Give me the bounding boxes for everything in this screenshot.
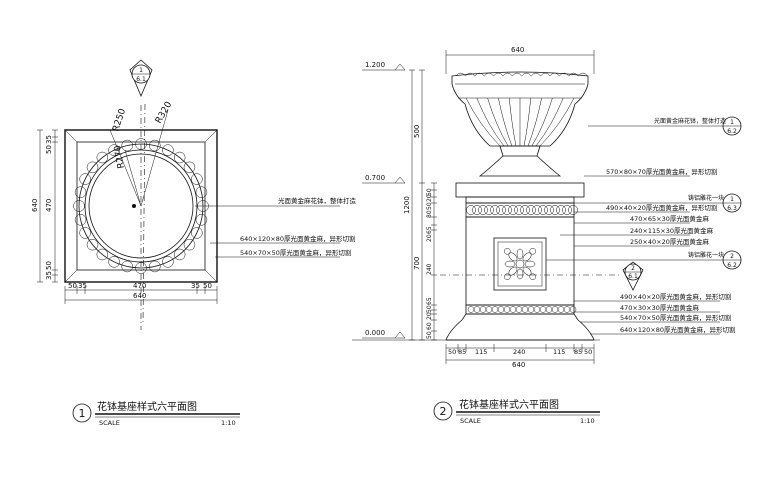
detail-mark-3: 2 6.2 <box>722 250 742 270</box>
svg-text:1: 1 <box>730 119 734 126</box>
vase-bowl <box>451 71 589 147</box>
pedestal-upper-band <box>465 202 575 218</box>
svg-text:35: 35 <box>45 271 53 280</box>
svg-text:540×70×50厚光面黄金麻，异形切割: 540×70×50厚光面黄金麻，异形切割 <box>620 313 732 322</box>
svg-text:640: 640 <box>511 46 524 54</box>
svg-text:1200: 1200 <box>403 196 411 214</box>
svg-text:6.1: 6.1 <box>628 273 638 280</box>
svg-text:2: 2 <box>440 405 447 418</box>
svg-text:570×80×70厚光面黄金麻，异形切割: 570×80×70厚光面黄金麻，异形切割 <box>606 167 718 176</box>
svg-text:115: 115 <box>475 348 487 356</box>
elevation-title-block: 2 花钵基座样式六平面图 SCALE 1:10 <box>433 398 600 425</box>
svg-text:1: 1 <box>139 67 143 74</box>
svg-text:6.3: 6.3 <box>727 205 737 212</box>
elevation-view: 640 1.200 0.700 <box>352 46 742 425</box>
svg-text:65: 65 <box>426 297 433 305</box>
svg-text:SCALE: SCALE <box>460 417 481 425</box>
svg-text:65: 65 <box>426 226 433 234</box>
svg-text:85: 85 <box>458 348 466 356</box>
svg-text:50: 50 <box>45 261 53 270</box>
svg-text:1: 1 <box>79 407 86 420</box>
plan-section-mark: 1 6.1 <box>129 59 153 98</box>
panel-rosette <box>504 248 536 280</box>
svg-text:6.2: 6.2 <box>727 262 737 269</box>
svg-text:铸铝雕花一块: 铸铝雕花一块 <box>688 251 724 259</box>
svg-text:640×120×80厚光面黄金麻，异形切割: 640×120×80厚光面黄金麻，异形切割 <box>620 325 736 334</box>
svg-text:2: 2 <box>730 253 734 260</box>
svg-text:60: 60 <box>426 322 433 330</box>
svg-text:20: 20 <box>426 234 433 242</box>
plan-center-mark <box>132 204 136 208</box>
svg-text:240×115×30厚光面黄金麻: 240×115×30厚光面黄金麻 <box>630 226 713 235</box>
detail-mark-2: 1 6.3 <box>722 193 742 213</box>
svg-text:640: 640 <box>133 292 146 300</box>
svg-text:250×40×20厚光面黄金麻: 250×40×20厚光面黄金麻 <box>630 237 709 246</box>
svg-text:50: 50 <box>426 331 433 339</box>
svg-text:1:10: 1:10 <box>221 419 236 427</box>
svg-text:光面黄金麻花钵，整体打造: 光面黄金麻花钵，整体打造 <box>654 117 726 125</box>
svg-text:640×120×80厚光面黄金麻，异形切割: 640×120×80厚光面黄金麻，异形切割 <box>240 234 356 243</box>
svg-text:光面黄金麻花钵，整体打造: 光面黄金麻花钵，整体打造 <box>278 196 357 205</box>
radius-label-r320: R320 <box>154 100 175 126</box>
svg-text:1.200: 1.200 <box>365 61 385 69</box>
svg-text:240: 240 <box>513 348 525 356</box>
svg-text:花钵基座样式六平面图: 花钵基座样式六平面图 <box>459 398 559 411</box>
detail-mark-4: 2 6.1 <box>622 261 644 291</box>
svg-text:1:10: 1:10 <box>580 417 595 425</box>
svg-text:50: 50 <box>68 282 77 290</box>
pedestal-base <box>445 313 595 341</box>
svg-text:50: 50 <box>448 348 456 356</box>
svg-text:50: 50 <box>203 282 212 290</box>
svg-text:700: 700 <box>413 257 421 270</box>
svg-text:240: 240 <box>426 263 433 275</box>
svg-text:0.700: 0.700 <box>365 174 385 182</box>
radius-label-r270: R270 <box>113 144 127 169</box>
svg-text:470: 470 <box>133 282 146 290</box>
svg-text:540×70×50厚光面黄金麻，异形切割: 540×70×50厚光面黄金麻，异形切割 <box>240 248 352 257</box>
svg-text:50: 50 <box>426 188 433 196</box>
plan-title-block: 1 花钵基座样式六平面图 SCALE 1:10 <box>72 400 240 427</box>
svg-text:640: 640 <box>512 361 525 369</box>
carved-panel <box>493 237 547 291</box>
svg-text:470: 470 <box>45 199 53 212</box>
svg-text:470×65×30厚光面黄金麻: 470×65×30厚光面黄金麻 <box>630 214 709 223</box>
level-marks: 1.200 0.700 0.000 <box>362 61 406 339</box>
svg-text:470×30×30厚光面黄金麻: 470×30×30厚光面黄金麻 <box>620 303 699 312</box>
svg-text:50: 50 <box>426 202 433 210</box>
svg-text:铸铝雕花一块: 铸铝雕花一块 <box>688 194 724 202</box>
svg-text:0.000: 0.000 <box>365 329 385 337</box>
svg-text:640: 640 <box>31 199 39 212</box>
plan-view: R250 R320 R270 1 6.1 35 50 470 640 50 35 <box>31 59 357 427</box>
svg-text:50: 50 <box>426 305 433 313</box>
svg-text:85: 85 <box>574 348 582 356</box>
svg-text:1: 1 <box>730 196 734 203</box>
svg-text:2: 2 <box>631 265 635 272</box>
svg-text:490×40×20厚光面黄金麻，异形切割: 490×40×20厚光面黄金麻，异形切割 <box>620 292 732 301</box>
pedestal-cap <box>455 182 585 198</box>
svg-text:SCALE: SCALE <box>99 419 120 427</box>
svg-text:花钵基座样式六平面图: 花钵基座样式六平面图 <box>97 400 197 413</box>
svg-text:20: 20 <box>426 194 433 202</box>
svg-text:35: 35 <box>45 135 53 144</box>
svg-text:20: 20 <box>426 312 433 320</box>
svg-text:50: 50 <box>45 145 53 154</box>
radius-label-r250: R250 <box>111 107 128 133</box>
svg-text:50: 50 <box>584 348 592 356</box>
svg-text:80: 80 <box>426 210 433 218</box>
vase-ribs <box>455 72 588 147</box>
svg-text:490×40×20厚光面黄金麻，异形切割: 490×40×20厚光面黄金麻，异形切割 <box>606 203 718 212</box>
svg-text:35: 35 <box>191 282 200 290</box>
svg-text:115: 115 <box>553 348 565 356</box>
svg-text:500: 500 <box>413 125 421 138</box>
svg-text:6.1: 6.1 <box>136 76 146 83</box>
svg-text:35: 35 <box>78 282 87 290</box>
pedestal-shaft <box>465 216 575 306</box>
svg-text:6.2: 6.2 <box>727 128 737 135</box>
